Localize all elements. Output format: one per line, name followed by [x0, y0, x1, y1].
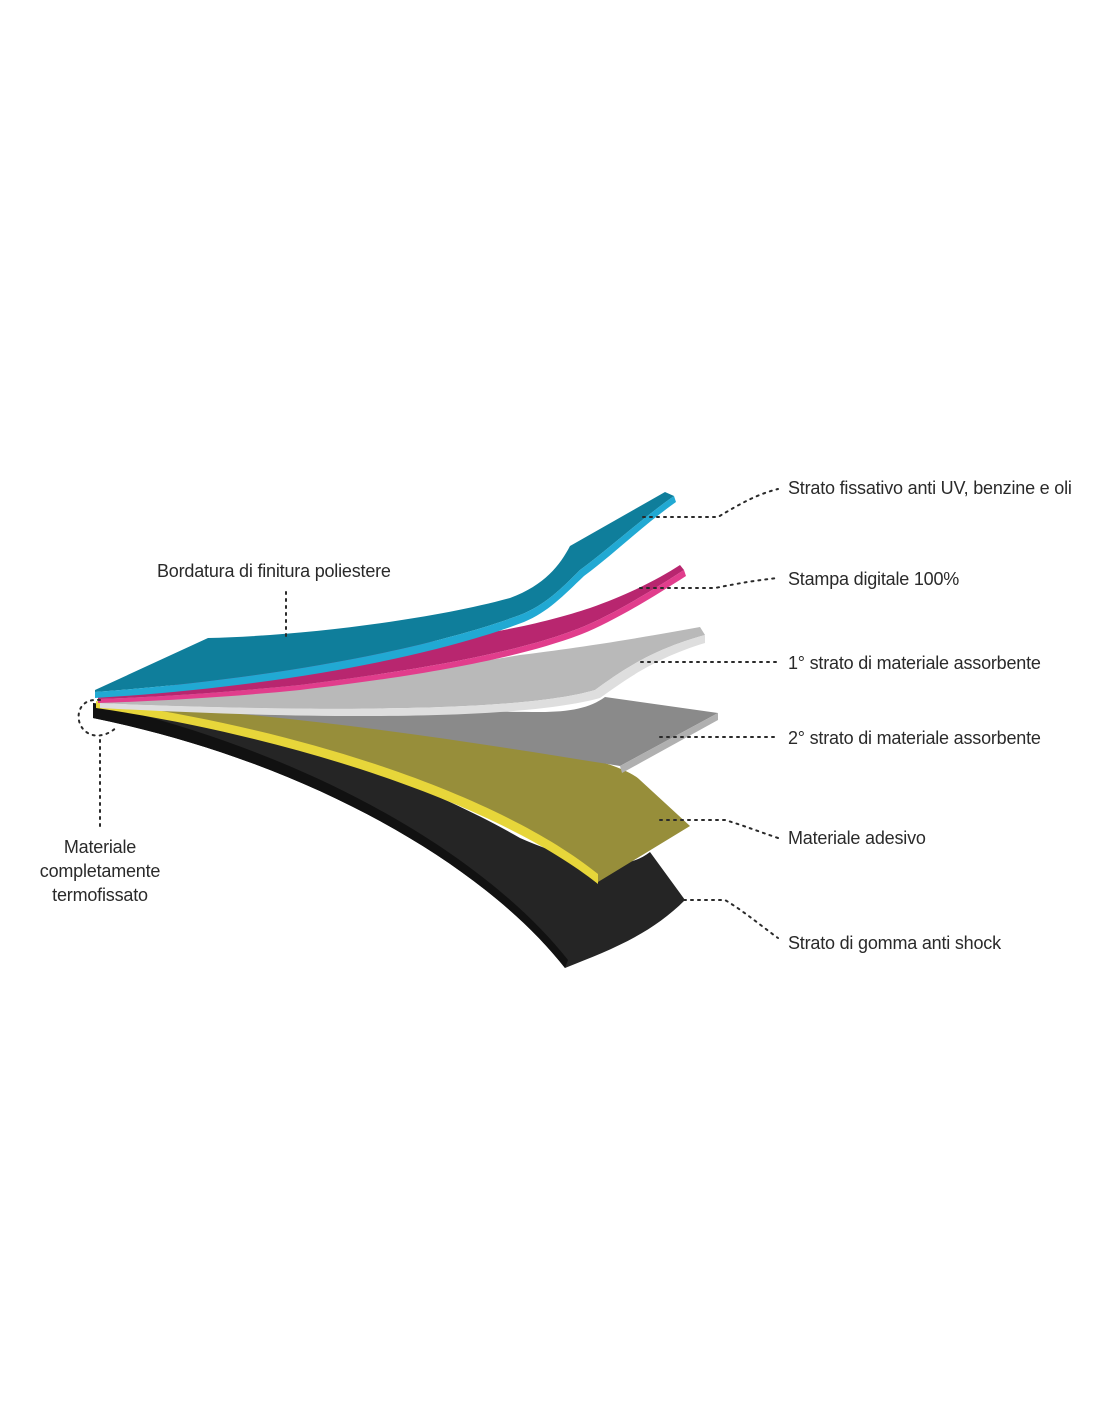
label-strato-fissativo: Strato fissativo anti UV, benzine e oli	[788, 478, 1072, 498]
label-strato-2: 2° strato di materiale assorbente	[788, 728, 1041, 748]
leader-gomma	[683, 899, 779, 939]
leader-adesivo	[659, 819, 779, 839]
uv-protective-layer-edge	[95, 496, 676, 698]
label-bordatura: Bordatura di finitura poliestere	[157, 561, 391, 581]
label-materiale-line3: termofissato	[52, 885, 148, 905]
uv-protective-layer	[95, 492, 676, 698]
absorbent-layer-1-edge	[100, 635, 705, 717]
leader-termofissato-circle	[77, 698, 119, 737]
uv-protective-layer-top	[95, 492, 674, 692]
label-stampa-digitale: Stampa digitale 100%	[788, 569, 960, 589]
label-gomma: Strato di gomma anti shock	[788, 933, 1001, 953]
digital-print-layer-top	[98, 565, 684, 699]
leader-strato-fissativo	[642, 488, 779, 518]
label-materiale-termofissato: Materiale completamente termofissato	[28, 835, 172, 907]
black-rubber-layer	[93, 703, 685, 968]
label-materiale-line1: Materiale	[63, 837, 137, 857]
digital-print-layer	[98, 565, 686, 703]
label-materiale-line2: completamente	[39, 861, 161, 881]
digital-print-layer-edge	[98, 570, 686, 703]
leader-stampa-digitale	[639, 577, 779, 589]
label-strato-1: 1° strato di materiale assorbente	[788, 653, 1041, 673]
black-layer-top	[93, 703, 685, 968]
absorbent-layer-2-edge	[620, 713, 718, 773]
adhesive-layer	[96, 701, 690, 884]
leader-lines	[77, 488, 779, 939]
label-adesivo: Materiale adesivo	[788, 828, 926, 848]
